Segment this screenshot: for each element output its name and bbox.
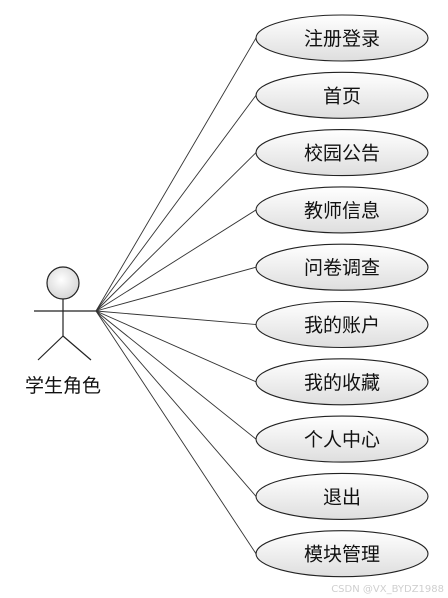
association-line (95, 37, 257, 312)
association-line (95, 310, 257, 325)
use-case-ellipse (255, 71, 429, 119)
use-case-ellipse (255, 129, 429, 177)
use-case-ellipse (255, 530, 429, 578)
use-case-label: 我的收藏 (304, 372, 380, 394)
use-case: 模块管理 (255, 530, 429, 578)
association-line (95, 266, 257, 312)
association-line (95, 209, 257, 312)
use-case: 退出 (255, 472, 429, 520)
actor-head (46, 266, 80, 300)
actor-label: 学生角色 (25, 375, 101, 397)
use-case-ellipse (255, 243, 429, 291)
use-case: 教师信息 (255, 186, 429, 234)
use-case-ellipse (255, 186, 429, 234)
use-case-label: 个人中心 (304, 429, 380, 451)
association-line (95, 310, 257, 497)
use-case-ellipse (255, 415, 429, 463)
association-line (95, 310, 257, 383)
association-lines (95, 37, 257, 554)
use-case: 注册登录 (255, 14, 429, 62)
use-case: 校园公告 (255, 129, 429, 177)
association-line (95, 152, 257, 312)
use-case-label: 注册登录 (304, 28, 380, 50)
actor-left-leg (37, 335, 64, 361)
association-line (95, 310, 257, 554)
use-case-ellipse (255, 300, 429, 349)
actor-right-leg (62, 335, 92, 361)
use-case-label: 校园公告 (304, 143, 380, 165)
use-case-label: 教师信息 (304, 200, 380, 222)
use-case-ellipse (255, 472, 429, 520)
use-case-label: 我的账户 (304, 315, 380, 337)
use-case-ellipse (255, 358, 429, 406)
use-case: 我的收藏 (255, 358, 429, 406)
use-case-label: 首页 (323, 85, 361, 107)
use-case: 问卷调查 (255, 243, 429, 291)
watermark: CSDN @VX_BYDZ1988 (331, 584, 444, 595)
actor-student: 学生角色 (25, 266, 101, 397)
use-case: 我的账户 (255, 300, 429, 349)
use-case-ellipse (255, 14, 429, 62)
association-line (95, 310, 257, 440)
use-case-label: 退出 (323, 486, 361, 508)
use-case: 首页 (255, 71, 429, 119)
use-case-label: 模块管理 (304, 544, 380, 566)
use-case-label: 问卷调查 (304, 257, 380, 279)
association-line (95, 95, 257, 312)
use-case: 个人中心 (255, 415, 429, 463)
